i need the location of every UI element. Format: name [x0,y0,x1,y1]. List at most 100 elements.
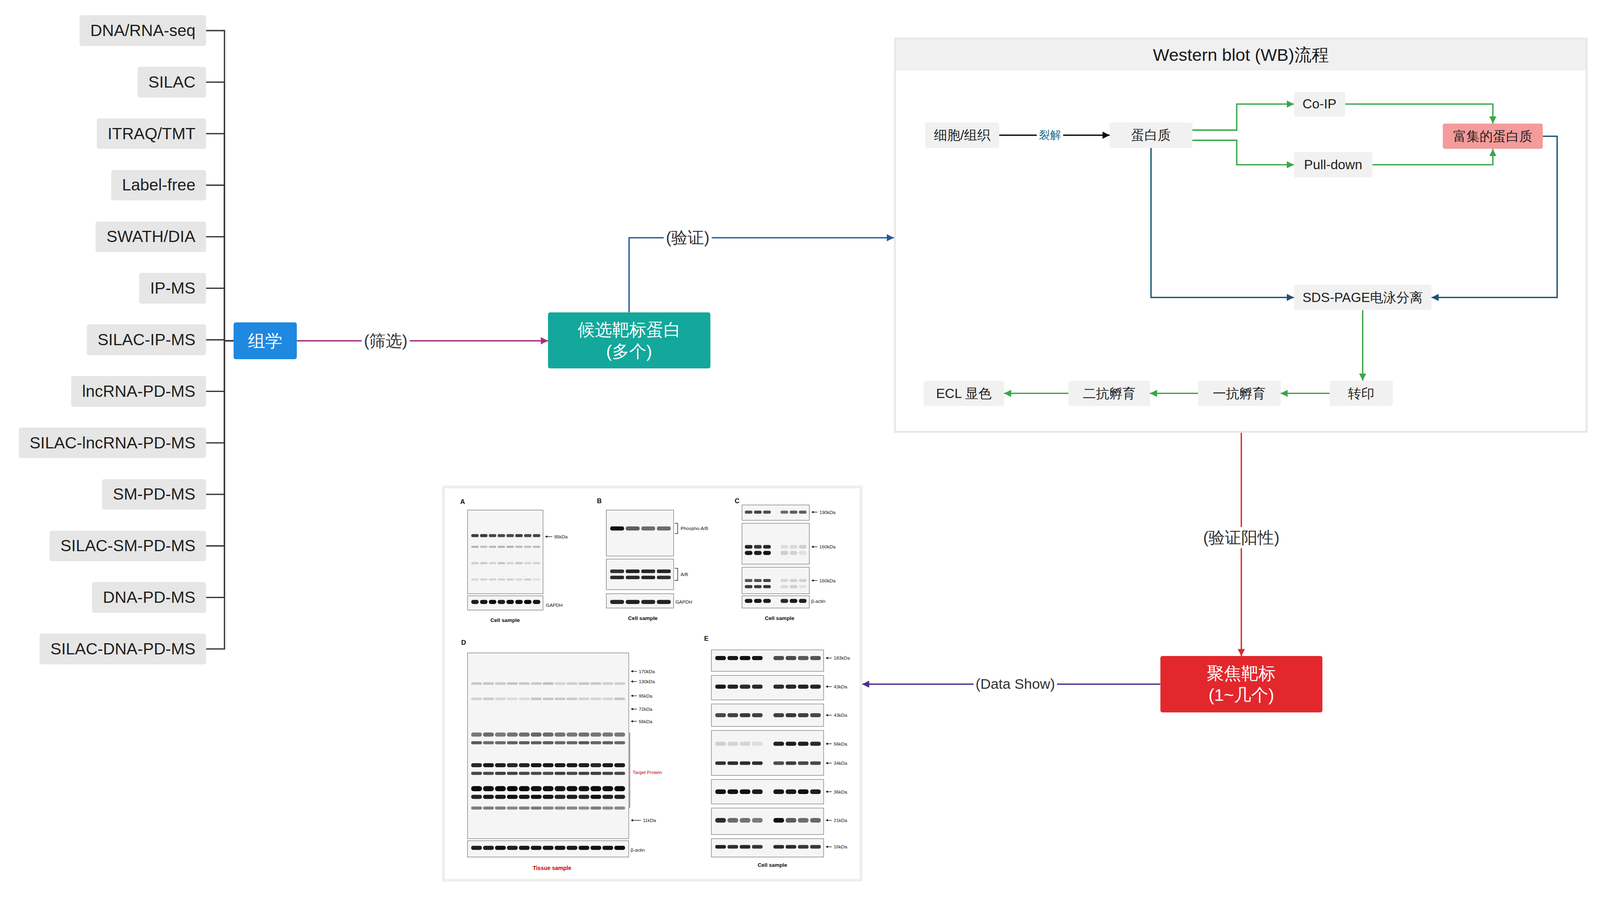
protein-band [744,510,753,514]
protein-band [471,682,482,685]
step-box: Pull-down [1294,152,1373,178]
protein-band [798,585,807,589]
protein-band [506,697,518,700]
blot-membrane [467,653,629,839]
protein-band [785,656,797,660]
marker-arrow-head [630,694,634,698]
protein-band [566,732,578,737]
protein-band [773,684,784,689]
protein-band [602,682,614,685]
figure-label-slot: D [461,639,466,647]
method-box: lncRNA-PD-MS [71,376,206,407]
protein-band [727,789,738,794]
protein-band [614,697,625,700]
method-box: SILAC-lncRNA-PD-MS [18,427,206,459]
protein-band [780,598,788,603]
figure-label: 21kDa [833,818,848,824]
method-box: SILAC-DNA-PD-MS [39,633,206,665]
marker-arrow-line [546,536,552,537]
protein-band [578,772,590,776]
protein-band [656,569,671,574]
protein-band [506,600,514,604]
protein-band [602,697,614,700]
protein-band [641,569,656,574]
protein-band [773,713,784,718]
marker-arrow-head [825,790,828,794]
protein-band [471,578,479,581]
band-bracket [674,568,678,581]
connector [1192,140,1294,165]
protein-band [752,684,763,689]
marker-arrow-head [811,511,814,514]
protein-band [798,510,807,514]
protein-band [810,713,821,718]
protein-band [530,806,542,810]
protein-band [739,789,751,794]
protein-band [789,551,798,556]
protein-band [798,551,807,556]
node-label: Co-IP [1302,95,1337,112]
protein-band [625,575,640,580]
step-box: 一抗孵育 [1198,380,1281,407]
protein-band [797,684,809,689]
protein-band [641,600,656,604]
protein-band [602,846,614,850]
figure-label-slot: β-actin [811,598,826,604]
protein-band [506,546,514,548]
node-label: SM-PD-MS [112,484,196,505]
edge-label: (验证阳性) [1201,527,1282,549]
figure-label: 43kDa [833,684,848,690]
protein-band [797,789,809,794]
protein-band [532,546,540,548]
protein-band [739,845,751,849]
figure-label: C [734,497,740,505]
protein-band [471,763,482,768]
protein-band [614,682,625,685]
protein-band [578,786,590,792]
blot-membrane [711,838,824,858]
protein-band [773,656,784,660]
figure-label: 56kDa [833,741,848,747]
protein-band [488,600,496,604]
method-box: DNA/RNA-seq [79,15,206,46]
protein-band [480,578,488,581]
figure-label: E [704,635,709,643]
protein-band [752,713,763,718]
blot-membrane [711,730,824,776]
protein-band [480,546,488,548]
protein-band [532,600,540,604]
marker-arrow-head [825,819,828,822]
protein-band [656,600,671,604]
figure-label-slot: 95kDa [554,534,568,540]
method-box: Label-free [111,170,206,201]
protein-band [797,761,809,766]
protein-band [763,579,771,583]
figure-label: Phospho-A/B [680,526,709,532]
protein-band [482,763,494,768]
protein-band [789,545,798,549]
protein-band [518,772,530,776]
protein-band [554,741,566,745]
protein-band [542,763,554,768]
figure-label: Cell sample [764,615,795,622]
node-label: SILAC [148,72,196,93]
node-label: Label-free [122,174,196,196]
protein-band [590,732,602,737]
protein-band [506,786,518,792]
protein-band [518,741,530,745]
connector [296,340,548,342]
node-label: 组学 [248,330,283,352]
protein-band [727,656,738,660]
protein-band [590,741,602,745]
protein-band [530,772,542,776]
node-label: 二抗孵育 [1082,385,1136,402]
figure-label-slot: 170kDa [638,668,655,674]
marker-arrow-head [825,714,828,717]
protein-band [727,761,738,766]
figure-frame: A95kDaGAPDHCell sampleBPhospho-A/BA/BGAP… [442,485,863,882]
protein-band [506,732,518,737]
protein-band [530,697,542,700]
protein-band [590,682,602,685]
band-bracket [674,523,678,534]
protein-band [602,741,614,745]
